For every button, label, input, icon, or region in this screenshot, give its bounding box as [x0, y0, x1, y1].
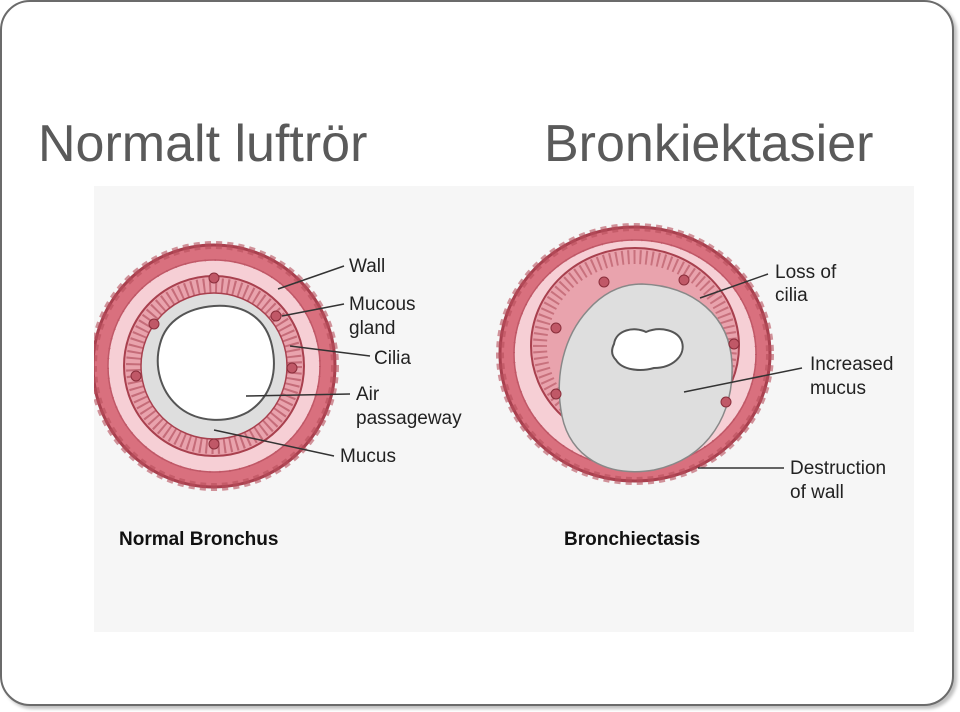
label-destruction-of-wall-line2: of wall [790, 482, 844, 503]
bronchiectasis-gland-6 [550, 388, 562, 400]
normal-air-lumen [156, 304, 275, 421]
bronchus-cross-sections: Wall Mucous gland Cilia Air passageway M… [94, 223, 893, 550]
bronchiectasis-submucosa-dots [513, 239, 757, 469]
bronchiectasis-gland-2 [598, 276, 610, 288]
bronchus-illustration: Wall Mucous gland Cilia Air passageway M… [94, 186, 914, 632]
label-air-line1: Air [356, 384, 380, 405]
normal-gland-5 [286, 362, 298, 374]
label-increased-mucus-line2: mucus [810, 378, 866, 399]
normal-submucosa-dots [107, 259, 321, 473]
bronchiectasis-wall-texture [496, 223, 774, 485]
label-destruction-of-wall-line1: Destruction [790, 458, 886, 479]
normal-gland-2 [148, 318, 160, 330]
bronchiectasis-increased-mucus [558, 283, 733, 473]
normal-gland-4 [130, 370, 142, 382]
label-mucus: Mucus [340, 446, 396, 467]
bronchiectasis-gland-3 [678, 274, 690, 286]
bronchiectasis-gland-5 [720, 396, 732, 408]
normal-bronchus [94, 241, 339, 491]
label-increased-mucus-line1: Increased [810, 354, 893, 375]
normal-gland-3 [270, 310, 282, 322]
normal-gland-6 [208, 438, 220, 450]
label-wall: Wall [349, 256, 385, 277]
normal-leader-lines [213, 265, 371, 457]
title-normal-airway: Normalt luftrör [38, 115, 368, 173]
label-mucous-gland-line2: gland [349, 318, 396, 339]
bronchiectasis-gland-4 [728, 338, 740, 350]
label-loss-of-cilia-line1: Loss of [775, 262, 837, 283]
caption-normal-bronchus: Normal Bronchus [119, 529, 278, 550]
bronchiectasis-leader-lines [683, 273, 803, 469]
label-air-line2: passageway [356, 408, 462, 429]
normal-wall-texture [94, 241, 339, 491]
label-cilia: Cilia [374, 348, 411, 369]
bronchiectasis-gland-1 [550, 322, 562, 334]
label-loss-of-cilia-line2: cilia [775, 285, 808, 306]
bronchiectasis-air-lumen [611, 328, 684, 371]
bronchiectasis-bronchus [496, 223, 774, 485]
normal-gland-1 [208, 272, 220, 284]
title-bronchiectasis: Bronkiektasier [544, 115, 874, 173]
caption-bronchiectasis: Bronchiectasis [564, 529, 700, 550]
label-mucous-gland-line1: Mucous [349, 294, 416, 315]
